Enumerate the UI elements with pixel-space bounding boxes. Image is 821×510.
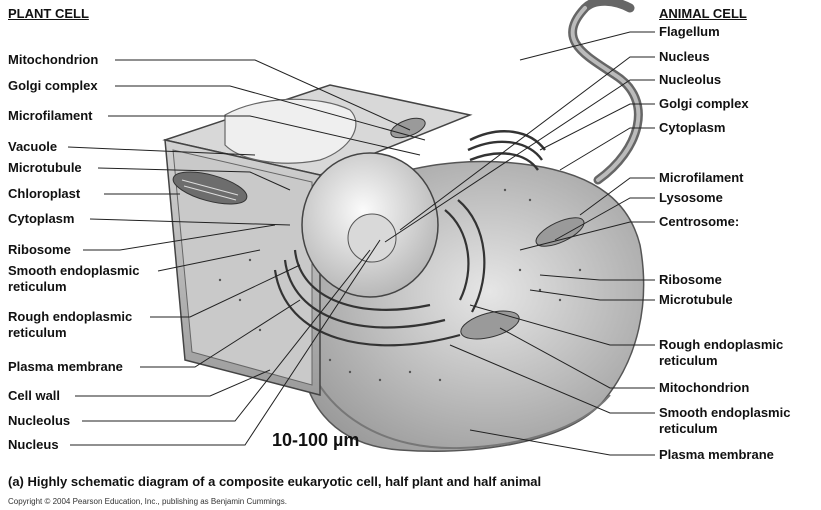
label-nucleus-right: Nucleus — [659, 49, 710, 65]
label-ribosome-right: Ribosome — [659, 272, 722, 288]
scale-label: 10-100 µm — [272, 430, 359, 451]
label-smooth-er-right: Smooth endoplasmic reticulum — [659, 405, 819, 437]
label-ribosome-left: Ribosome — [8, 242, 71, 258]
label-microtubule-left: Microtubule — [8, 160, 82, 176]
label-centrosome: Centrosome: — [659, 214, 739, 230]
plant-cell-header: PLANT CELL — [8, 6, 89, 21]
label-vacuole: Vacuole — [8, 139, 57, 155]
label-nucleolus-right: Nucleolus — [659, 72, 721, 88]
label-plasma-membrane-left: Plasma membrane — [8, 359, 123, 375]
label-microfilament-right: Microfilament — [659, 170, 744, 186]
label-microfilament-left: Microfilament — [8, 108, 93, 124]
label-cell-wall: Cell wall — [8, 388, 60, 404]
label-flagellum: Flagellum — [659, 24, 720, 40]
nucleolus-shape — [348, 214, 396, 262]
animal-cell-header: ANIMAL CELL — [659, 6, 747, 21]
label-nucleus-left: Nucleus — [8, 437, 59, 453]
label-cytoplasm-left: Cytoplasm — [8, 211, 74, 227]
label-microtubule-right: Microtubule — [659, 292, 733, 308]
label-smooth-er-left: Smooth endoplasmic reticulum — [8, 263, 168, 295]
figure-caption: (a) Highly schematic diagram of a compos… — [8, 474, 541, 489]
label-rough-er-right: Rough endoplasmic reticulum — [659, 337, 814, 369]
label-mitochondrion-left: Mitochondrion — [8, 52, 98, 68]
label-nucleolus-left: Nucleolus — [8, 413, 70, 429]
label-chloroplast: Chloroplast — [8, 186, 80, 202]
label-mitochondrion-right: Mitochondrion — [659, 380, 749, 396]
label-plasma-membrane-right: Plasma membrane — [659, 447, 774, 463]
copyright-notice: Copyright © 2004 Pearson Education, Inc.… — [8, 497, 287, 506]
label-cytoplasm-right: Cytoplasm — [659, 120, 725, 136]
flagellum-shape — [573, 1, 639, 180]
label-rough-er-left: Rough endoplasmic reticulum — [8, 309, 158, 341]
label-golgi-right: Golgi complex — [659, 96, 749, 112]
label-golgi-left: Golgi complex — [8, 78, 98, 94]
label-lysosome: Lysosome — [659, 190, 723, 206]
